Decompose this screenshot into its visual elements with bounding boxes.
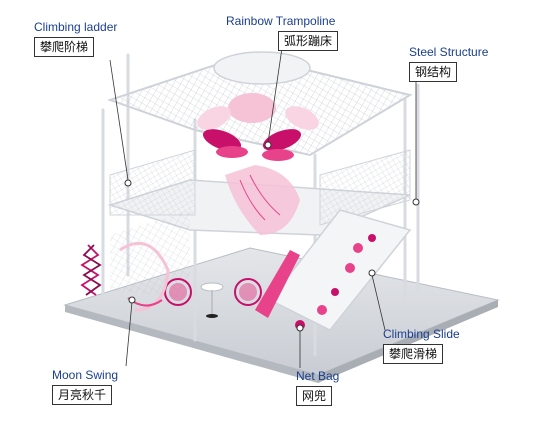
label-climbing-slide-en: Climbing Slide bbox=[383, 327, 460, 341]
climbing-slide bbox=[255, 209, 412, 331]
label-climbing-ladder: Climbing ladder 攀爬阶梯 bbox=[34, 20, 117, 57]
label-climbing-slide: Climbing Slide 攀爬滑梯 bbox=[383, 327, 460, 364]
label-steel-structure-cn: 钢结构 bbox=[409, 62, 458, 82]
label-net-bag-en: Net Bag bbox=[296, 369, 340, 383]
label-rainbow-trampoline-cn: 弧形蹦床 bbox=[278, 31, 339, 51]
lower-net-panel bbox=[110, 210, 190, 300]
label-rainbow-trampoline: Rainbow Trampoline 弧形蹦床 bbox=[226, 14, 339, 51]
label-steel-structure: Steel Structure 钢结构 bbox=[409, 45, 488, 82]
label-net-bag-cn: 网兜 bbox=[296, 386, 333, 406]
label-moon-swing: Moon Swing 月亮秋千 bbox=[52, 368, 118, 405]
roof-net bbox=[106, 51, 413, 161]
anchor-dots bbox=[124, 141, 420, 332]
label-steel-structure-en: Steel Structure bbox=[409, 45, 489, 59]
leader-lines bbox=[109, 47, 417, 368]
label-climbing-slide-cn: 攀爬滑梯 bbox=[383, 344, 444, 364]
label-moon-swing-cn: 月亮秋千 bbox=[52, 385, 113, 405]
label-climbing-ladder-en: Climbing ladder bbox=[34, 20, 118, 34]
seating-set bbox=[164, 278, 262, 318]
label-net-bag: Net Bag 网兜 bbox=[296, 369, 339, 406]
label-moon-swing-en: Moon Swing bbox=[52, 368, 119, 382]
label-rainbow-trampoline-en: Rainbow Trampoline bbox=[226, 14, 336, 28]
net-bag bbox=[225, 165, 300, 235]
climbing-ladder bbox=[80, 244, 102, 296]
label-climbing-ladder-cn: 攀爬阶梯 bbox=[34, 37, 95, 57]
